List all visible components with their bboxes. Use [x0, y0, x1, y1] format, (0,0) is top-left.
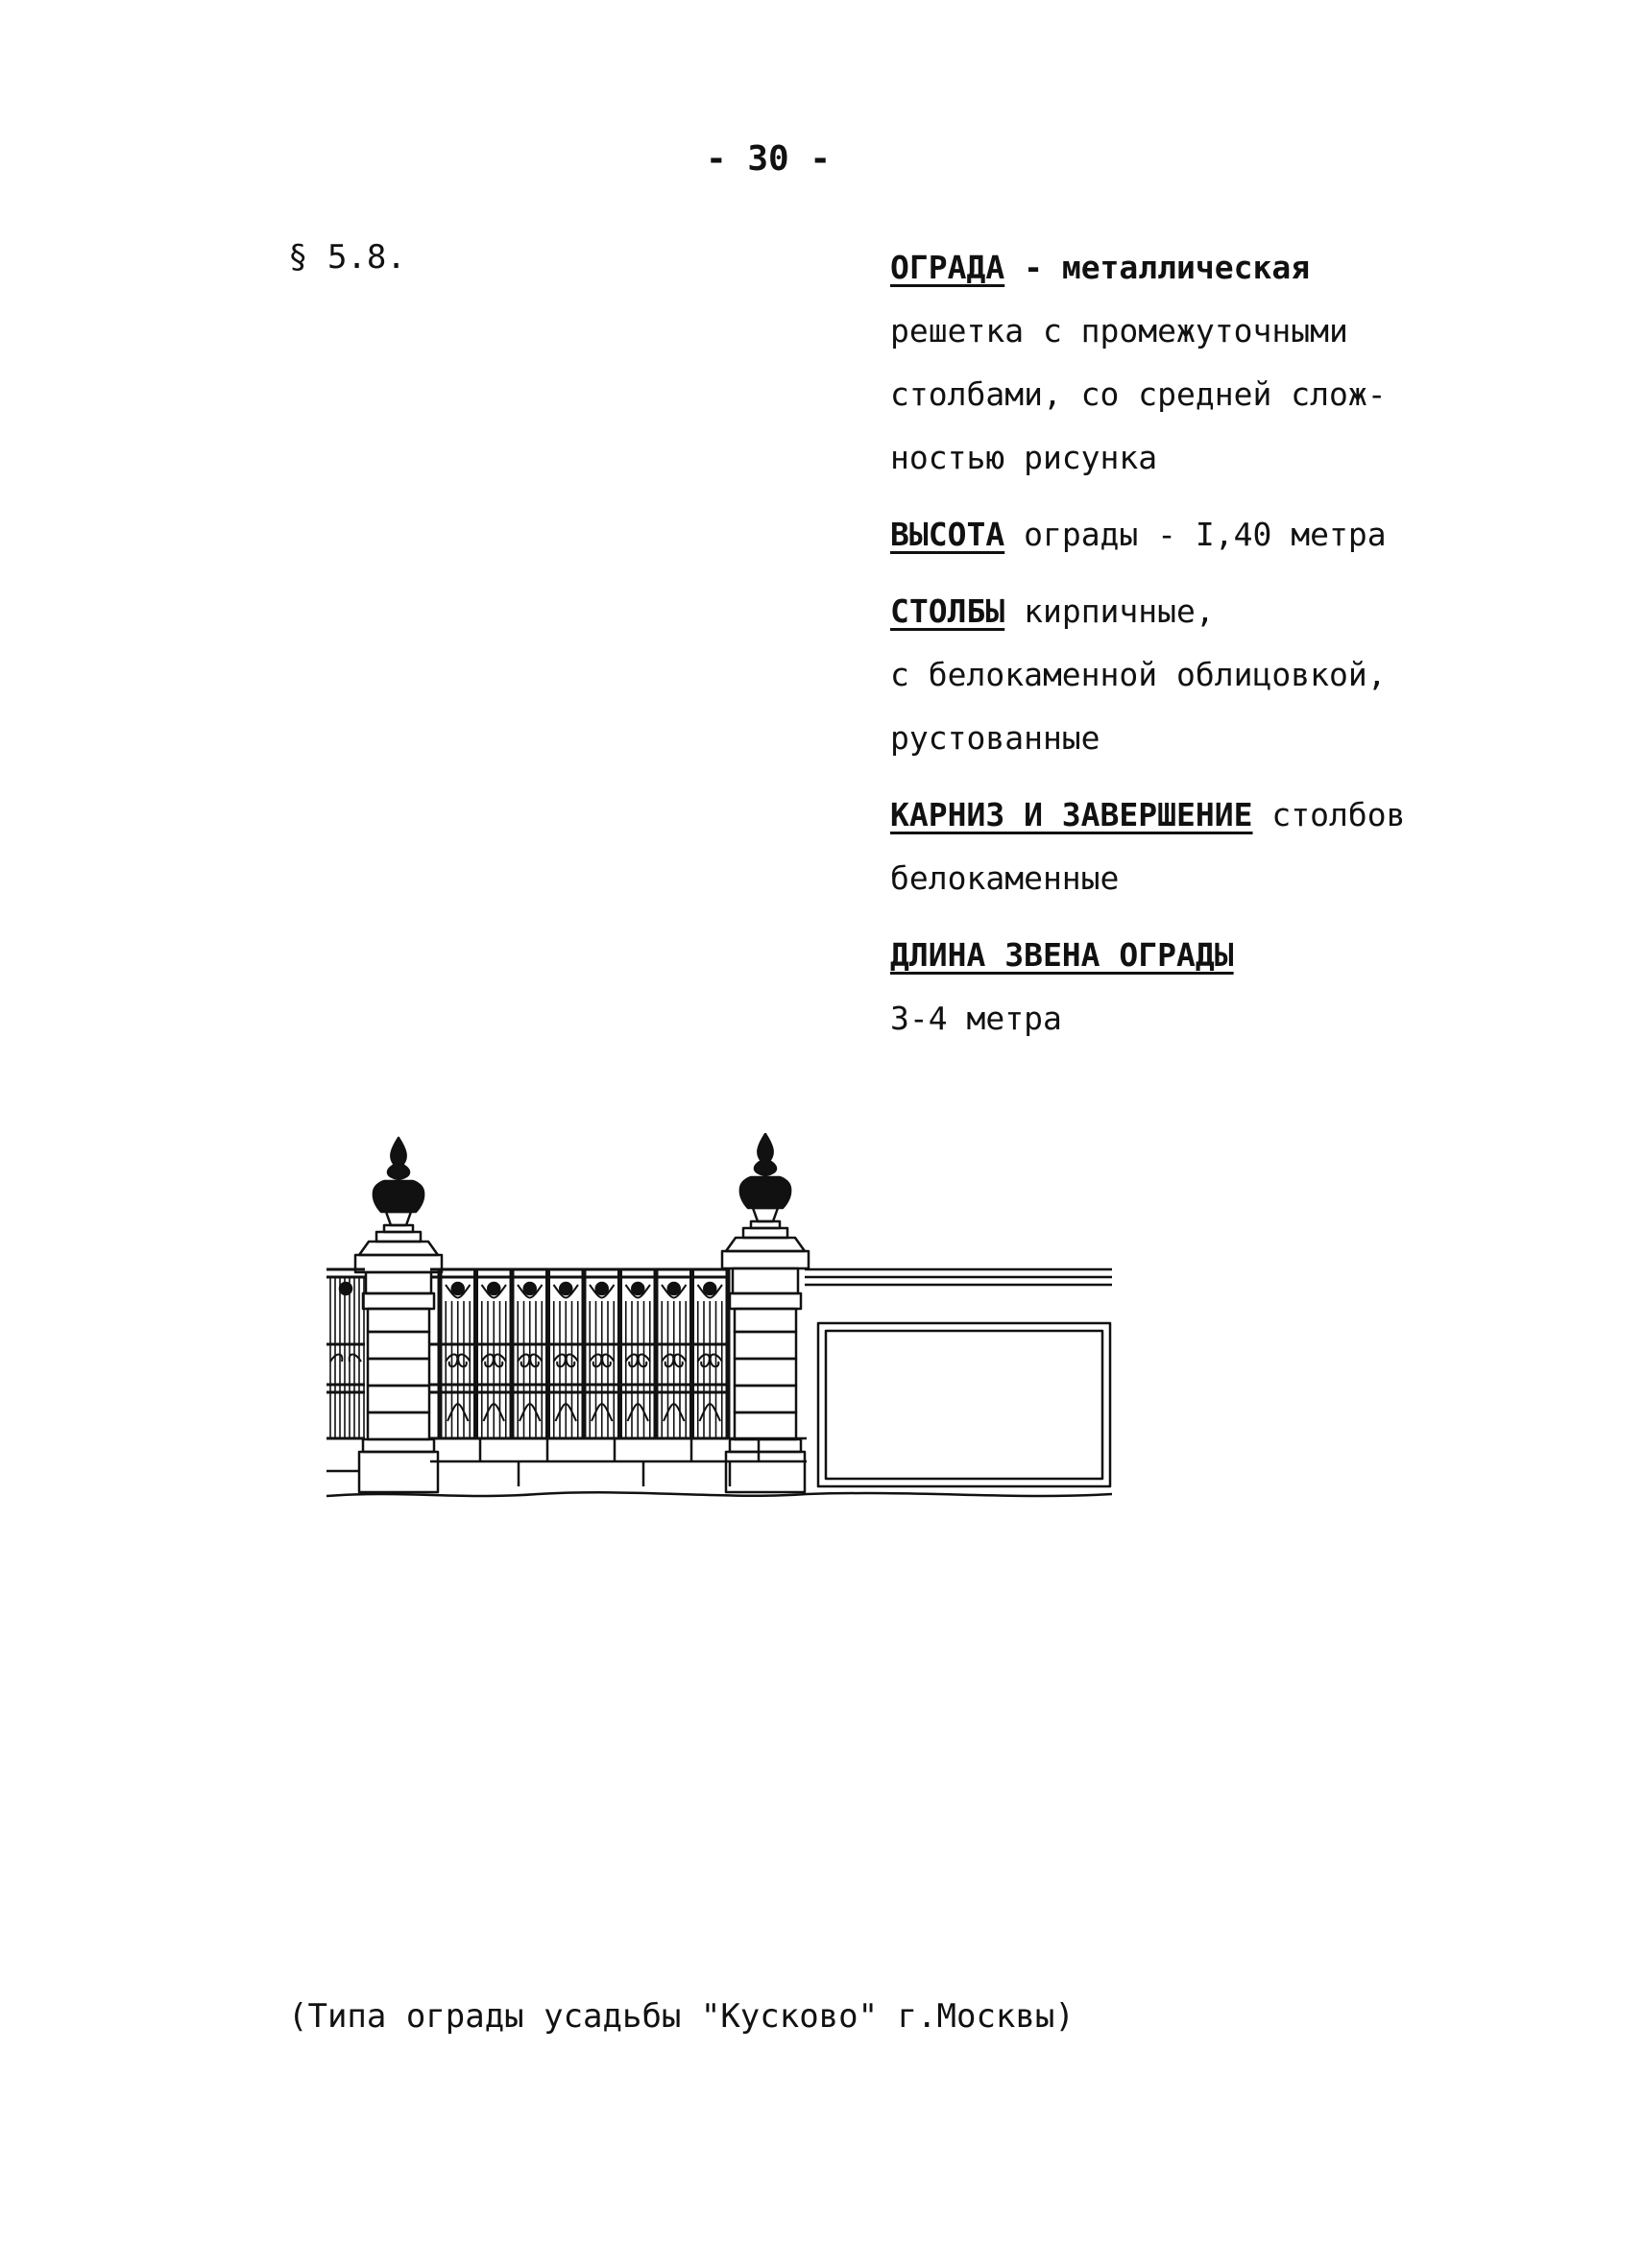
fence-text-1: - металлическая: [1004, 249, 1311, 286]
length-line-2: 3-4 метра: [890, 1000, 1062, 1037]
fence-drawing: [326, 1133, 1113, 1498]
height-line: ВЫСОТА ограды - I,40 метра: [890, 503, 1466, 567]
cornice-line-2: белокаменные: [890, 859, 1120, 897]
fence-line-2: решетка с промежуточными: [890, 312, 1348, 350]
left-post: [353, 1136, 444, 1494]
section-number: § 5.8.: [288, 238, 406, 277]
right-post: [720, 1133, 810, 1494]
fence-line-1: ОГРАДА - металлическая: [890, 236, 1466, 300]
wall-section: [805, 1267, 1112, 1488]
height-term: ВЫСОТА: [890, 516, 1005, 553]
cornice-line-1: КАРНИЗ И ЗАВЕРШЕНИЕ столбов: [890, 784, 1466, 847]
posts-line-3: рустованные: [890, 719, 1100, 757]
cornice-text-1: столбов: [1252, 796, 1406, 833]
specification-text: ОГРАДА - металлическая решетка с промежу…: [890, 236, 1466, 1050]
fence-line-3: столбами, со средней слож-: [890, 375, 1387, 413]
length-term: ДЛИНА ЗВЕНА ОГРАДЫ: [890, 936, 1234, 974]
fence-line-4: ностью рисунка: [890, 439, 1158, 476]
cornice-term: КАРНИЗ И ЗАВЕРШЕНИЕ: [890, 796, 1253, 833]
posts-line-2: с белокаменной облицовкой,: [890, 656, 1387, 693]
length-line-1: ДЛИНА ЗВЕНА ОГРАДЫ: [890, 924, 1466, 987]
posts-text-1: кирпичные,: [1004, 592, 1215, 630]
fence-term: ОГРАДА: [890, 249, 1005, 286]
posts-line-1: СТОЛБЫ кирпичные,: [890, 580, 1466, 643]
figure-caption: (Типа ограды усадьбы "Кусково" г.Москвы): [288, 1997, 1075, 2036]
posts-term: СТОЛБЫ: [890, 592, 1005, 630]
fence-plinth: [326, 1436, 1113, 1498]
page-number: - 30 -: [705, 139, 832, 179]
height-text: ограды - I,40 метра: [1004, 516, 1387, 553]
